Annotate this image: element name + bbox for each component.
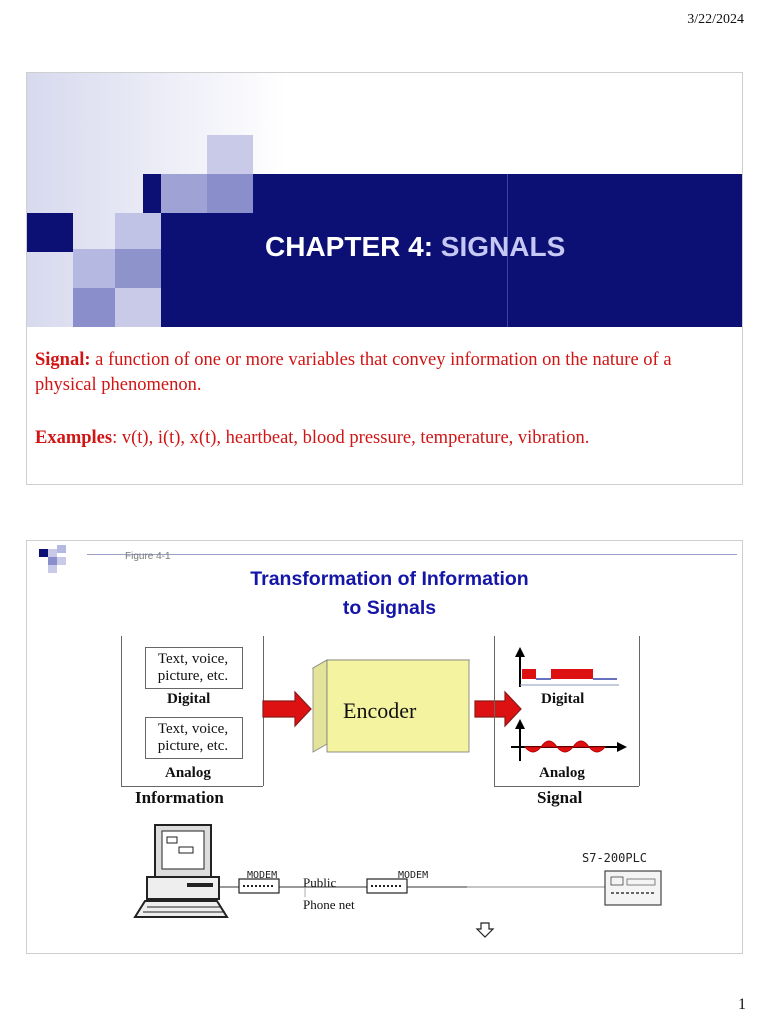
signal-definition: Signal: a function of one or more variab… (35, 348, 735, 398)
slide-title-line-1: Transformation of Information (250, 568, 529, 590)
encoder-diagram (262, 659, 522, 753)
analog-source-box (145, 717, 243, 759)
encoder-box (326, 659, 470, 753)
band-divider (507, 174, 508, 327)
encoder-label: Encoder (343, 698, 417, 723)
chapter-title-prefix: CHAPTER 4: (265, 231, 441, 262)
signal-plots (511, 647, 627, 761)
slide-title-line-2: to Signals (342, 597, 437, 619)
definition-text: a function of one or more variables that… (35, 350, 672, 395)
encoder-box-side (312, 659, 328, 753)
slide-2: Figure 4-1 Transformation of Information… (26, 540, 743, 954)
chapter-title: CHAPTER 4: SIGNALS (265, 231, 565, 263)
plc-label: S7-200PLC (582, 851, 648, 865)
modem-left-icon (238, 878, 280, 894)
arrow-in-icon (262, 690, 312, 728)
modem-right-label: MODEM (398, 870, 429, 881)
slide-1: CHAPTER 4: SIGNALS Signal: a function of… (26, 72, 743, 485)
slide-title: Transformation of Information to Signals (157, 565, 622, 623)
phone-net-label: Phone net (303, 897, 355, 912)
page-date: 3/22/2024 (687, 12, 744, 27)
information-analog-label: Analog (165, 765, 211, 781)
information-label: Information (135, 788, 224, 807)
modem-left-label: MODEM (247, 870, 278, 881)
analog-signal-icon (511, 719, 627, 761)
modem-right-icon (366, 878, 408, 894)
digital-source-box (145, 647, 243, 689)
signal-analog-label: Analog (539, 765, 585, 781)
public-label: Public (303, 875, 337, 890)
header-rule (87, 554, 737, 555)
figure-label: Figure 4-1 (125, 551, 171, 562)
digital-source-text: Text, voice, picture, etc. (157, 651, 229, 684)
network-illustration (133, 824, 662, 938)
chapter-title-highlight: SIGNALS (440, 231, 566, 262)
arrow-out-icon (474, 690, 522, 728)
definition-term: Signal: (35, 350, 91, 370)
computer-icon (133, 824, 229, 918)
plc-icon (604, 870, 662, 906)
page-number: 1 (738, 996, 746, 1013)
examples-text: : v(t), i(t), x(t), heartbeat, blood pre… (112, 428, 590, 448)
signal-examples: Examples: v(t), i(t), x(t), heartbeat, b… (35, 426, 735, 451)
examples-term: Examples (35, 428, 113, 448)
signal-digital-label: Digital (541, 691, 585, 707)
digital-signal-icon (515, 647, 619, 687)
information-digital-label: Digital (167, 691, 211, 707)
down-arrow-icon (475, 922, 495, 938)
signal-label: Signal (537, 788, 583, 807)
analog-source-text: Text, voice, picture, etc. (157, 721, 229, 754)
